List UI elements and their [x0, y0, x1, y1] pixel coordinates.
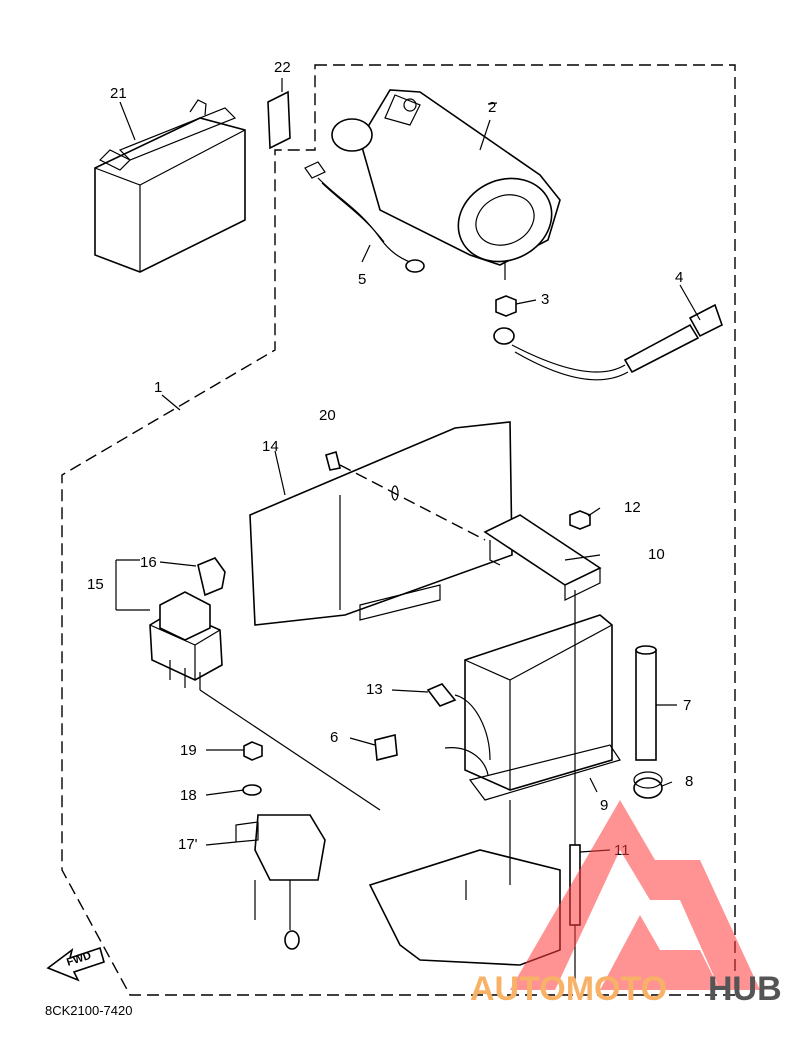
assembly-boundary	[61, 64, 736, 996]
callout-3: 3	[541, 291, 549, 308]
battery-21	[94, 99, 246, 273]
sensor-17	[235, 814, 326, 950]
bracket-10	[483, 514, 602, 601]
callout-14: 14	[262, 438, 279, 455]
bolt-20	[325, 450, 486, 541]
callout-18: 18	[180, 787, 197, 804]
callout-labels: 1 2 3 4 5 6 7 8 9 10 11 12 13 14 15 16 1…	[87, 59, 693, 859]
sticker-22	[267, 78, 291, 150]
part-code: 8CK2100-7420	[45, 1003, 132, 1018]
callout-20: 20	[319, 407, 336, 424]
relay-15	[149, 591, 381, 811]
callout-21: 21	[110, 85, 127, 102]
callout-10: 10	[648, 546, 665, 563]
grommet-8	[633, 771, 663, 799]
base-bracket	[368, 800, 561, 966]
callout-1: 1	[154, 379, 162, 396]
callout-16: 16	[140, 554, 157, 571]
callout-4: 4	[675, 269, 683, 286]
callout-7: 7	[683, 697, 691, 714]
callout-13: 13	[366, 681, 383, 698]
callout-8: 8	[685, 773, 693, 790]
callout-6: 6	[330, 729, 338, 746]
watermark-text-a: AUTOMOTO	[470, 970, 667, 1008]
coupler-13	[426, 683, 491, 776]
nut-19	[243, 741, 263, 761]
nut-3	[495, 295, 517, 317]
plate-14	[249, 421, 513, 626]
callout-19: 19	[180, 742, 197, 759]
callout-17: 17'	[178, 836, 198, 853]
fuse-16	[197, 557, 226, 597]
watermark-text-b: HUB	[708, 970, 782, 1008]
control-unit-9	[464, 614, 621, 801]
washer-18	[242, 784, 262, 796]
nut-12	[569, 510, 591, 530]
callout-5: 5	[358, 271, 366, 288]
pad-6	[374, 733, 398, 762]
cable-5	[304, 161, 425, 273]
starter-motor-2	[331, 89, 561, 280]
rod-7	[635, 645, 657, 761]
callout-12: 12	[624, 499, 641, 516]
watermark-logo: AUTOMOTO HUB	[470, 800, 782, 1008]
lead-wire-4	[493, 303, 723, 381]
leader-lines	[115, 101, 701, 853]
callout-22: 22	[274, 59, 291, 76]
fwd-arrow-icon: FWD	[46, 946, 105, 982]
callout-2: 2	[488, 99, 496, 116]
callout-15: 15	[87, 576, 104, 593]
callout-9: 9	[600, 797, 608, 814]
